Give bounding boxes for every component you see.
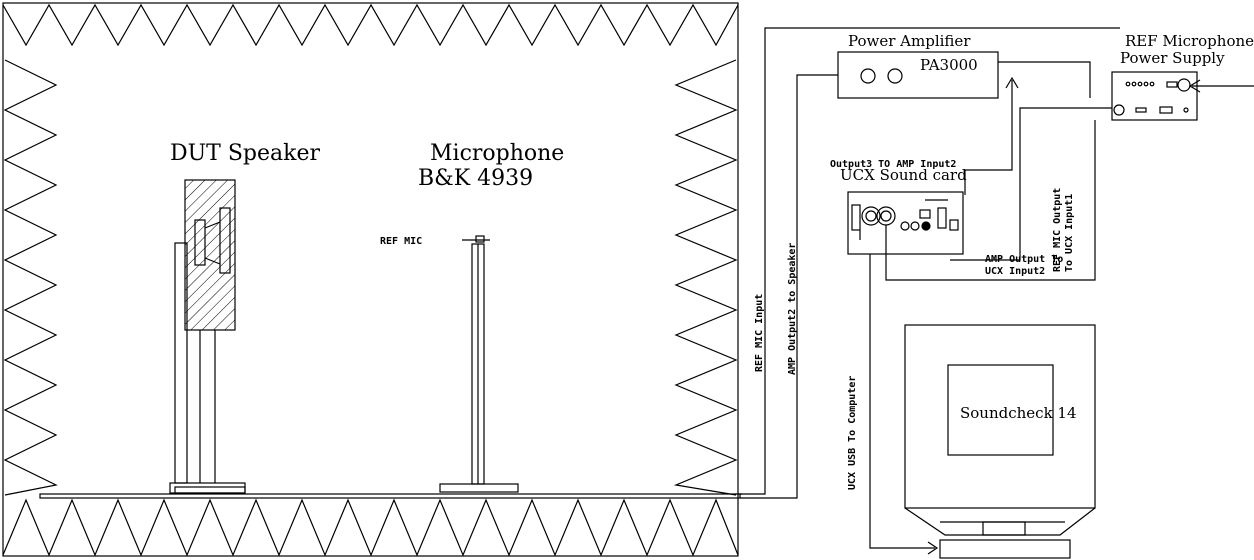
wedges-bottom — [2, 498, 739, 557]
label-pa-model: PA3000 — [920, 56, 978, 74]
label-amp-output2-speaker: AMP Output2 to Speaker — [787, 243, 798, 375]
cable-amp-to-ps — [998, 61, 1091, 98]
wedges-right — [673, 59, 738, 496]
label-amp-output-2: UCX Input2 — [985, 266, 1045, 277]
label-ucx-sound-card: UCX Sound card — [840, 166, 967, 184]
label-amp-output-1: AMP Output To — [985, 254, 1063, 265]
anechoic-chamber — [2, 2, 739, 557]
label-output3-to-amp: Output3 TO AMP Input2 — [830, 159, 956, 170]
wedges-left — [3, 59, 58, 496]
cable-ucx-out3-to-amp — [964, 80, 1013, 195]
chamber-floor-grid — [39, 493, 741, 499]
cable-ucx-usb-to-computer — [869, 254, 935, 549]
computer-monitor — [904, 324, 1096, 559]
label-dut-speaker: DUT Speaker — [170, 141, 320, 166]
cable-amp-output-to-ucx-input2 — [885, 120, 1096, 281]
label-microphone-model: B&K 4939 — [418, 166, 533, 191]
amp-input-arrow — [1005, 76, 1019, 89]
cable-amp-output2-speaker — [740, 74, 838, 499]
computer-input-arrow — [927, 541, 939, 555]
wedges-top — [2, 3, 739, 47]
label-ref-mic: REF MIC — [380, 236, 422, 247]
label-ucx-usb-computer: UCX USB To Computer — [847, 376, 858, 490]
label-ref-mic-output-1: REF MIC Output — [1052, 188, 1063, 272]
ps-input-arrow — [1188, 79, 1201, 93]
label-soundcheck: Soundcheck 14 — [960, 404, 1077, 422]
microphone-stand — [439, 235, 519, 493]
power-amplifier — [837, 51, 999, 99]
label-ref-mic-input: REF MIC Input — [754, 294, 765, 372]
ref-mic-power-supply — [1111, 71, 1198, 121]
label-microphone: Microphone — [430, 141, 564, 166]
dut-speaker-stand — [169, 179, 246, 494]
cable-ref-mic-input — [740, 27, 1120, 495]
label-power-amplifier: Power Amplifier — [848, 32, 971, 50]
ucx-sound-card — [847, 191, 964, 255]
label-ref-mic-ps-1: REF Microphone — [1125, 32, 1254, 50]
label-ref-mic-output-2: To UCX Input1 — [1064, 194, 1075, 272]
cable-ps-to-ucx-input1 — [950, 107, 1112, 261]
label-ref-mic-ps-2: Power Supply — [1120, 49, 1225, 67]
